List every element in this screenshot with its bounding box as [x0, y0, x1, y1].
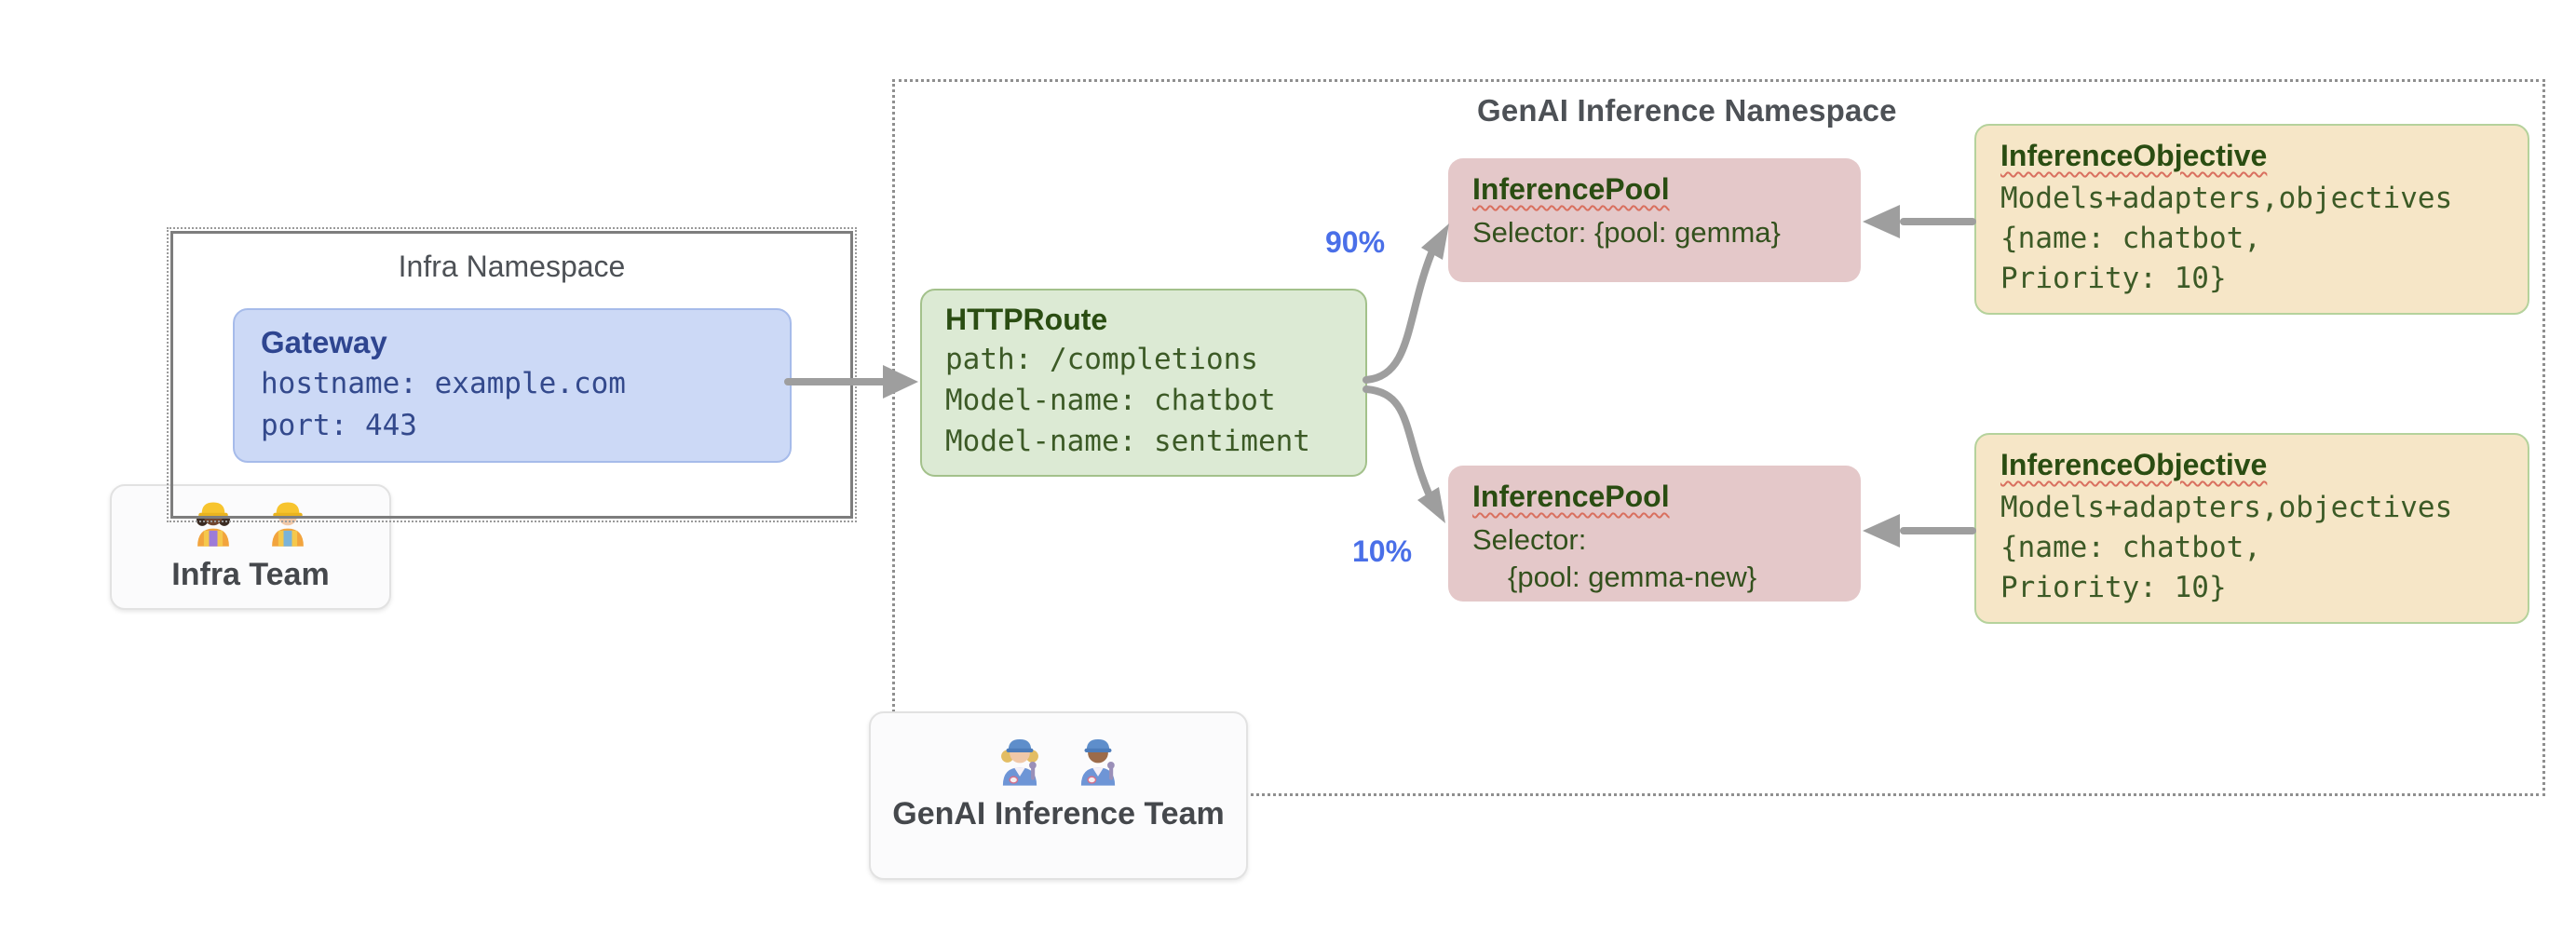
inference-objective-top-line-priority: Priority: 10} — [2000, 262, 2227, 295]
inference-objective-top-line-models: Models+adapters,objectives — [2000, 182, 2453, 215]
woman-mechanic-icon — [993, 734, 1047, 792]
inference-pool-gemma-box: InferencePool Selector: {pool: gemma} — [1448, 158, 1861, 282]
man-construction-worker-icon — [263, 498, 313, 553]
infra-namespace-box — [167, 227, 857, 522]
gateway-title: Gateway — [261, 325, 387, 359]
inference-objective-top-box: InferenceObjective Models+adapters,objec… — [1974, 124, 2529, 315]
inference-objective-bottom-line-models: Models+adapters,objectives — [2000, 491, 2453, 524]
gateway-hostname: hostname: example.com — [261, 367, 626, 400]
genai-inference-namespace-title: GenAI Inference Namespace — [1477, 93, 1897, 128]
gateway-port: port: 443 — [261, 409, 417, 442]
httproute-model-chatbot: Model-name: chatbot — [945, 384, 1276, 417]
genai-team-icons — [871, 734, 1246, 792]
genai-inference-team-box: GenAI Inference Team — [869, 711, 1248, 880]
man-mechanic-icon — [1071, 734, 1125, 792]
genai-team-label: GenAI Inference Team — [892, 796, 1225, 832]
genai-inference-namespace-box — [892, 79, 2545, 796]
inference-objective-top-line-name: {name: chatbot, — [2000, 222, 2261, 255]
inference-objective-bottom-line-priority: Priority: 10} — [2000, 571, 2227, 604]
route-weight-90: 90% — [1325, 225, 1386, 259]
inference-objective-bottom-box: InferenceObjective Models+adapters,objec… — [1974, 433, 2529, 624]
infra-namespace-title: Infra Namespace — [398, 250, 626, 283]
inference-pool-gemma-new-selector: Selector: — [1472, 523, 1587, 556]
infra-team-icons — [112, 498, 389, 553]
inference-pool-gemma-title: InferencePool — [1472, 172, 1670, 206]
infra-team-box: Infra Team — [110, 484, 391, 610]
inference-pool-gemma-new-box: InferencePool Selector: {pool: gemma-new… — [1448, 466, 1861, 602]
inference-objective-top-title: InferenceObjective — [2000, 139, 2268, 172]
inference-objective-bottom-line-name: {name: chatbot, — [2000, 531, 2261, 564]
route-weight-10: 10% — [1352, 534, 1413, 568]
httproute-path: path: /completions — [945, 343, 1258, 376]
gateway-box: Gateway hostname: example.com port: 443 — [233, 308, 792, 463]
httproute-model-sentiment: Model-name: sentiment — [945, 425, 1310, 458]
inference-pool-gemma-new-selector-value: {pool: gemma-new} — [1508, 561, 1757, 593]
inference-objective-bottom-title: InferenceObjective — [2000, 448, 2268, 481]
httproute-box: HTTPRoute path: /completions Model-name:… — [920, 289, 1367, 477]
inference-pool-gemma-new-title: InferencePool — [1472, 480, 1670, 513]
httproute-title: HTTPRoute — [945, 303, 1108, 336]
inference-pool-gemma-selector: Selector: {pool: gemma} — [1472, 216, 1781, 249]
infra-team-label: Infra Team — [171, 557, 330, 592]
